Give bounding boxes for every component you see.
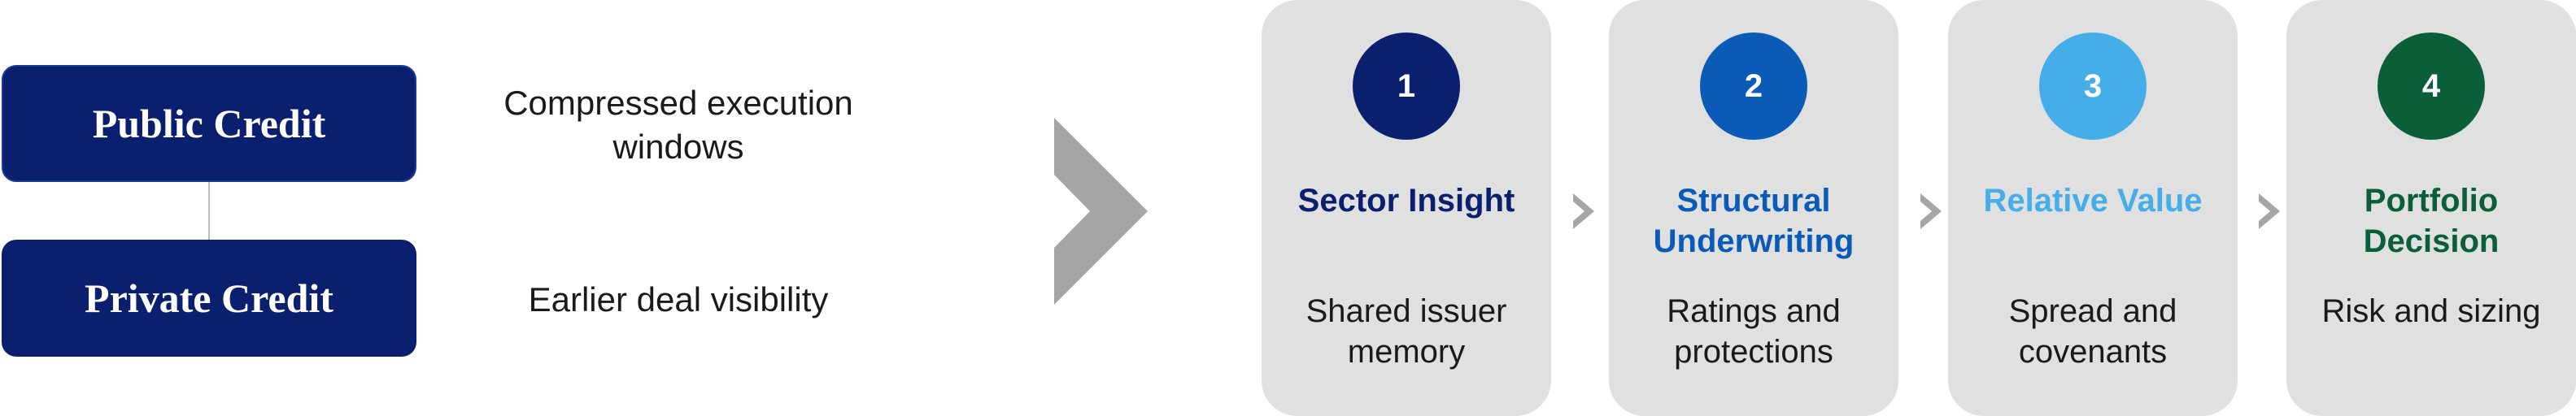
step-number-3: 3 bbox=[2083, 67, 2103, 104]
step-desc-4: Risk and sizing bbox=[2321, 293, 2541, 329]
step-number-circle-1: 1 bbox=[1353, 32, 1460, 140]
public-credit-box: Public Credit bbox=[2, 65, 416, 182]
step-card-2: 2 Structural Underwriting Ratings and pr… bbox=[1609, 0, 1898, 416]
private-credit-description: Earlier deal visibility bbox=[528, 280, 829, 318]
step-title-3: Relative Value bbox=[1983, 183, 2203, 219]
step-number-4: 4 bbox=[2421, 67, 2441, 104]
step-desc-1: Shared issuer memory bbox=[1305, 293, 1507, 370]
credit-connector-line bbox=[208, 182, 210, 240]
private-credit-box: Private Credit bbox=[2, 240, 416, 357]
small-chevron-icon-3 bbox=[2259, 193, 2280, 229]
step-card-3: 3 Relative Value Spread and covenants bbox=[1948, 0, 2238, 416]
step-title-2: Structural Underwriting bbox=[1653, 183, 1855, 259]
step-desc-2: Ratings and protections bbox=[1667, 293, 1841, 370]
public-credit-description: Compressed execution windows bbox=[503, 84, 853, 166]
step-number-circle-3: 3 bbox=[2039, 32, 2147, 140]
step-title-1: Sector Insight bbox=[1297, 183, 1515, 219]
step-card-4: 4 Portfolio Decision Risk and sizing bbox=[2286, 0, 2576, 416]
step-title-4: Portfolio Decision bbox=[2363, 183, 2500, 259]
large-chevron-arrow-icon bbox=[1054, 118, 1148, 305]
step-number-circle-4: 4 bbox=[2378, 32, 2485, 140]
step-number-2: 2 bbox=[1744, 67, 1763, 104]
step-number-1: 1 bbox=[1397, 67, 1416, 104]
step-desc-3: Spread and covenants bbox=[2008, 293, 2177, 370]
step-number-circle-2: 2 bbox=[1700, 32, 1807, 140]
step-card-1: 1 Sector Insight Shared issuer memory bbox=[1262, 0, 1551, 416]
small-chevron-icon-2 bbox=[1920, 193, 1942, 229]
public-credit-label: Public Credit bbox=[92, 101, 326, 146]
private-credit-label: Private Credit bbox=[85, 275, 333, 321]
small-chevron-icon-1 bbox=[1573, 193, 1594, 229]
